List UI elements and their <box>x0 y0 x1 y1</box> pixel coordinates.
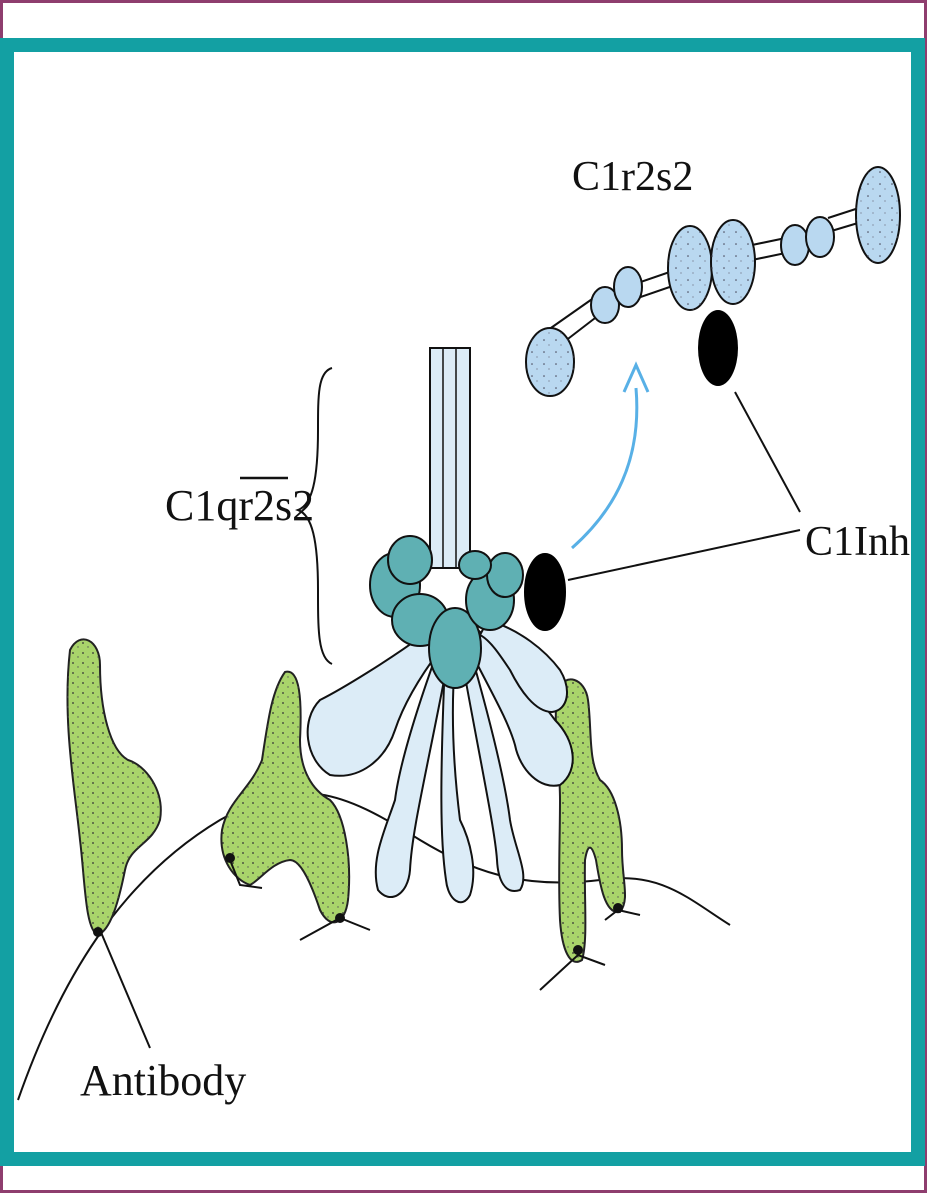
c1r2s2-free-chain <box>526 167 900 396</box>
antibody-label: Antibody <box>80 1056 246 1105</box>
c1inh-leader-bottom <box>568 530 800 580</box>
c1inh-bound <box>525 554 565 630</box>
antibody-leader <box>100 930 150 1048</box>
c1q-molecule <box>308 348 573 902</box>
antibody-left <box>67 639 160 937</box>
c1r2s2-label: C1r2s2 <box>572 154 693 200</box>
c1qr2s2-label: C1qr2s2 <box>165 481 314 530</box>
release-arrow <box>572 365 648 548</box>
c1inh-leader-top <box>735 392 800 512</box>
c1inh-label: C1Inh <box>805 519 910 565</box>
